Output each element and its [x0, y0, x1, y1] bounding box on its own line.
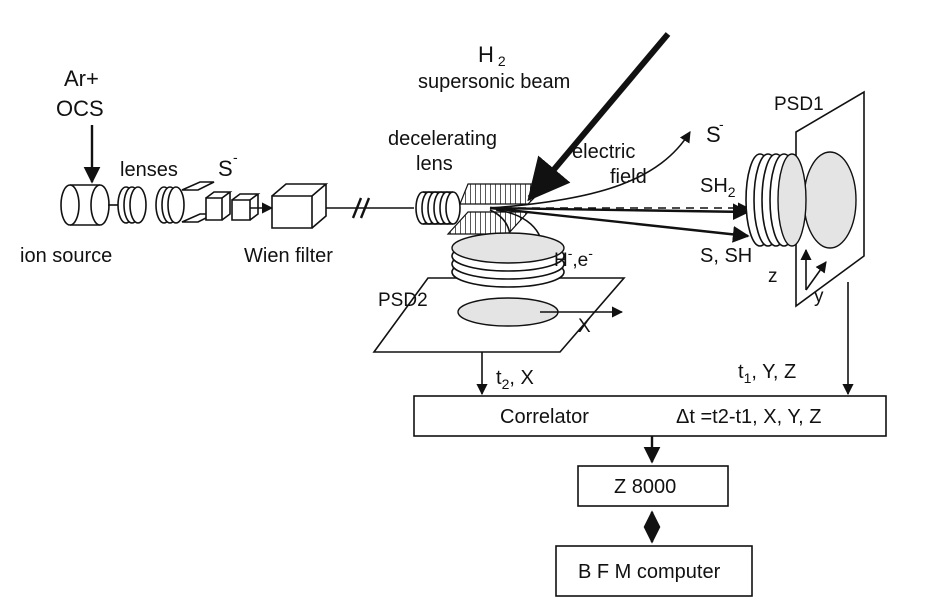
label-axis-z: z [768, 266, 778, 287]
label-bfm-computer: B F M computer [578, 561, 721, 583]
label-lenses: lenses [120, 159, 178, 181]
label-lens: lens [416, 153, 453, 175]
label-psd1: PSD1 [774, 94, 824, 115]
label-ion-source: ion source [20, 245, 112, 267]
label-s-minus-deflected-charge: - [719, 116, 724, 132]
label-s-sh: S, SH [700, 245, 752, 267]
label-decelerating: decelerating [388, 128, 497, 150]
ion-source [60, 184, 110, 226]
s-minus-deflected-trajectory [489, 131, 691, 209]
label-sh2: SH2 [700, 175, 736, 200]
label-axis-y: y [814, 286, 824, 307]
label-z8000: Z 8000 [614, 476, 676, 498]
label-h-minus-e-minus: H-,e- [554, 245, 593, 271]
label-s-minus-ion-charge: - [233, 149, 238, 165]
z8000-box [577, 465, 729, 507]
bfm-computer-box [555, 545, 753, 597]
decelerating-lens [415, 191, 461, 225]
correlator-box [413, 395, 887, 437]
label-delta-t-formula: Δt =t2-t1, X, Y, Z [676, 406, 821, 428]
label-t1-y-z: t1, Y, Z [738, 361, 796, 386]
h2-supersonic-beam-arrow [527, 32, 671, 202]
label-ar-plus: Ar+ [64, 66, 99, 91]
beam-break-mark [351, 197, 371, 219]
label-s-minus-deflected: S [706, 122, 721, 147]
deflector-plates [181, 181, 261, 223]
label-wien-filter: Wien filter [244, 245, 333, 267]
label-field: field [610, 166, 647, 188]
label-supersonic-beam: supersonic beam [418, 71, 570, 93]
label-axis-x: X [578, 316, 591, 337]
label-correlator: Correlator [500, 406, 589, 428]
label-ocs: OCS [56, 96, 104, 121]
label-psd2: PSD2 [378, 290, 428, 311]
label-s-minus-ion: S [218, 156, 233, 181]
wien-filter [271, 183, 329, 229]
s-sh-trajectory [489, 206, 750, 243]
label-electric: electric [572, 141, 635, 163]
einzel-lenses [117, 186, 185, 224]
psd1-detector [745, 90, 865, 308]
label-t2-x: t2, X [496, 367, 534, 392]
psd2-detector [372, 232, 626, 353]
